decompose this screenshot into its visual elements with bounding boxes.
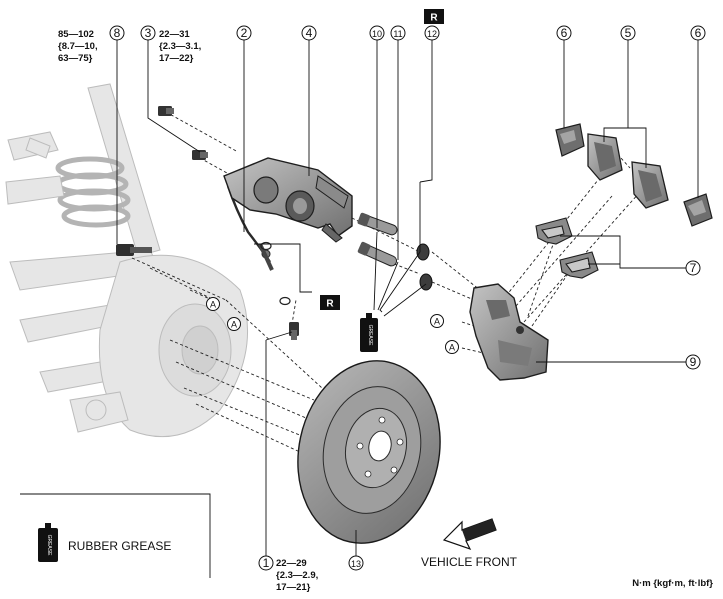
svg-text:{2.3—3.1,: {2.3—3.1,: [159, 41, 201, 52]
callouts: 8 3 2 4 10 11 12 6 5 6 7 9 1 13: [109, 25, 706, 571]
callout-3: 3: [140, 25, 156, 41]
callout-5: 5: [620, 25, 636, 41]
a-marker: A: [430, 314, 444, 328]
callout-6-left: 6: [556, 25, 572, 41]
svg-text:4: 4: [306, 26, 313, 40]
svg-text:6: 6: [695, 26, 702, 40]
svg-text:2: 2: [241, 26, 248, 40]
svg-text:8: 8: [114, 26, 121, 40]
callout-8: 8: [109, 25, 125, 41]
washers: [260, 241, 291, 306]
svg-text:A: A: [210, 300, 216, 310]
units-label: N·m {kgf·m, ft·lbf}: [632, 578, 713, 589]
part-9-bracket: [469, 283, 549, 381]
svg-text:R: R: [326, 299, 334, 310]
svg-text:13: 13: [351, 559, 361, 569]
legend-grease: GREASE RUBBER GREASE: [38, 523, 171, 562]
svg-text:63—75}: 63—75}: [58, 53, 93, 64]
part-8-bolt: [116, 244, 152, 256]
svg-text:5: 5: [625, 26, 632, 40]
callout-11: 11: [390, 25, 406, 41]
callout-10: 10: [369, 25, 385, 41]
svg-text:R: R: [430, 13, 438, 24]
vehicle-front-label: VEHICLE FRONT: [421, 555, 518, 569]
a-marker: A: [445, 340, 459, 354]
svg-text:22—29: 22—29: [276, 558, 307, 569]
a-marker: A: [227, 317, 241, 331]
svg-text:A: A: [231, 320, 237, 330]
svg-text:9: 9: [690, 355, 697, 369]
replace-tag: R: [424, 9, 444, 24]
svg-text:22—31: 22—31: [159, 29, 190, 40]
svg-text:17—22}: 17—22}: [159, 53, 194, 64]
leader-lines: [20, 40, 699, 578]
part-13-disc: [297, 360, 441, 544]
part-12-boots: [416, 243, 433, 291]
torque-part-1: 22—29 {2.3—2.9, 17—21}: [276, 558, 318, 593]
callout-6-right: 6: [690, 25, 706, 41]
callout-2: 2: [236, 25, 252, 41]
callout-4: 4: [301, 25, 317, 41]
svg-text:GREASE: GREASE: [367, 325, 373, 347]
svg-text:{2.3—2.9,: {2.3—2.9,: [276, 570, 318, 581]
callout-7: 7: [685, 260, 701, 276]
svg-text:A: A: [434, 317, 440, 327]
svg-text:3: 3: [145, 26, 152, 40]
svg-text:11: 11: [393, 29, 402, 39]
a-marker: A: [206, 297, 220, 311]
svg-text:{8.7—10,: {8.7—10,: [58, 41, 98, 52]
svg-text:12: 12: [427, 29, 437, 39]
part-3-bolts: [158, 106, 208, 160]
svg-text:1: 1: [263, 556, 270, 570]
part-5-pads: [587, 133, 669, 209]
vehicle-front: VEHICLE FRONT: [421, 518, 518, 569]
a-markers: A A A A: [206, 297, 459, 354]
svg-text:17—21}: 17—21}: [276, 582, 311, 593]
torque-part-3: 22—31 {2.3—3.1, 17—22}: [159, 29, 201, 64]
background-suspension: [5, 83, 249, 438]
grease-can-icon: GREASE: [360, 313, 378, 352]
svg-text:85—102: 85—102: [58, 29, 94, 40]
callout-12: 12: [424, 25, 440, 41]
torque-part-8: 85—102 {8.7—10, 63—75}: [58, 29, 98, 64]
svg-text:6: 6: [561, 26, 568, 40]
callout-13: 13: [348, 555, 364, 571]
callout-1: 1: [258, 555, 274, 571]
part-6-shims: [555, 123, 713, 227]
part-7-clips: [535, 217, 599, 279]
svg-text:7: 7: [690, 261, 697, 275]
svg-text:A: A: [449, 343, 455, 353]
replace-tag: R: [320, 295, 340, 310]
callout-9: 9: [685, 354, 701, 370]
part-4-caliper: [223, 157, 353, 243]
part-10-11-guide-pins: [357, 212, 398, 267]
part-1-bolt: [289, 322, 299, 340]
legend-grease-label: RUBBER GREASE: [68, 539, 171, 553]
svg-text:GREASE: GREASE: [46, 535, 52, 557]
svg-text:10: 10: [372, 29, 382, 39]
